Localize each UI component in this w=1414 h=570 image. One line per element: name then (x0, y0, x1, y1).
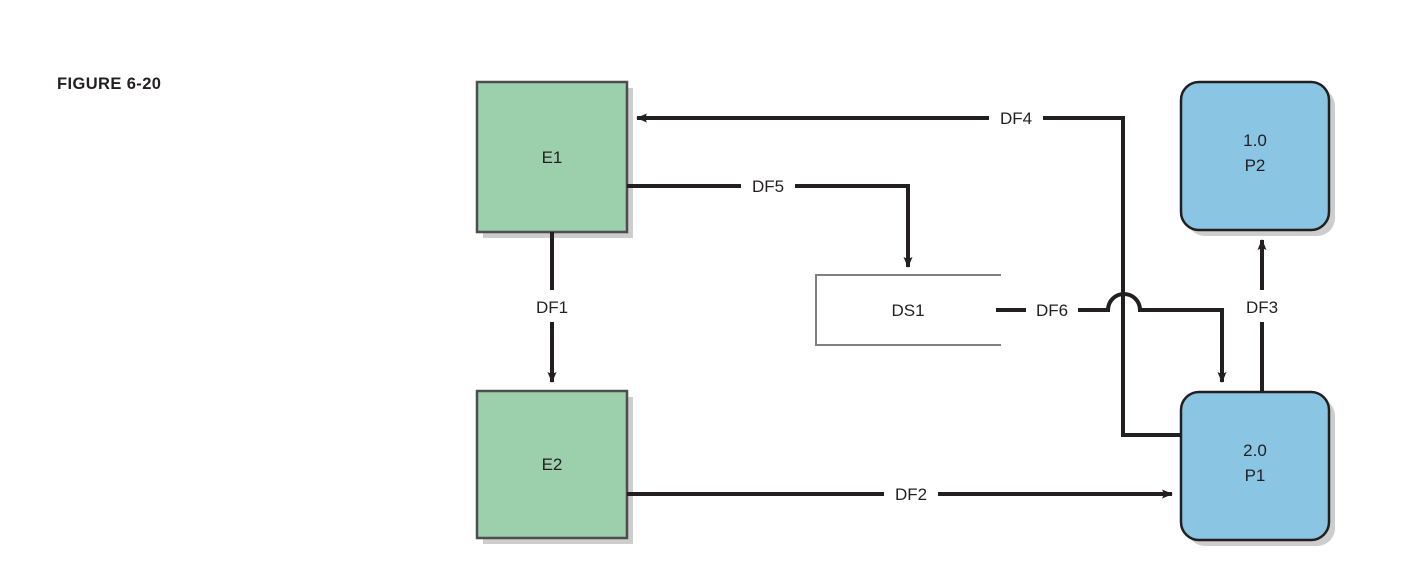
entity-e2[interactable]: E2 (475, 389, 629, 540)
flow-df3[interactable]: DF3 (1246, 239, 1278, 392)
flow-df1[interactable]: DF1 (536, 232, 568, 383)
flow-df6[interactable]: DF6 (996, 292, 1227, 383)
flow-df4-path-source[interactable] (1043, 116, 1181, 437)
flow-df1-label: DF1 (536, 298, 568, 317)
flow-df4-label: DF4 (1000, 109, 1032, 128)
process-p2-name: P2 (1245, 156, 1266, 175)
flow-df6-label: DF6 (1036, 301, 1068, 320)
process-p1-box[interactable] (1179, 390, 1331, 542)
process-p2-number: 1.0 (1243, 131, 1267, 150)
flow-df6-path-hop[interactable] (1078, 292, 1227, 383)
datastore-ds1-label: DS1 (891, 301, 924, 320)
flow-df5-path-right[interactable] (795, 184, 913, 268)
entity-e1-label: E1 (542, 148, 563, 167)
process-p1[interactable]: 2.0 P1 (1179, 390, 1331, 542)
flow-df2-label: DF2 (895, 485, 927, 504)
entity-e2-box[interactable] (475, 389, 629, 540)
process-p2[interactable]: 1.0 P2 (1179, 80, 1331, 232)
flow-df5[interactable]: DF5 (627, 177, 913, 268)
process-p1-name: P1 (1245, 466, 1266, 485)
flow-df3-label: DF3 (1246, 298, 1278, 317)
datastore-ds1-shape[interactable] (815, 274, 1001, 346)
flow-df5-label: DF5 (752, 177, 784, 196)
entity-e1[interactable]: E1 (475, 80, 629, 234)
entity-e2-label: E2 (542, 455, 563, 474)
process-p1-number: 2.0 (1243, 441, 1267, 460)
datastore-ds1[interactable]: DS1 (815, 274, 1001, 346)
flow-df2[interactable]: DF2 (627, 485, 1173, 504)
entity-e1-box[interactable] (475, 80, 629, 234)
figure-label: FIGURE 6-20 (57, 75, 162, 93)
flow-df4[interactable]: DF4 (636, 109, 1181, 437)
process-p2-box[interactable] (1179, 80, 1331, 232)
